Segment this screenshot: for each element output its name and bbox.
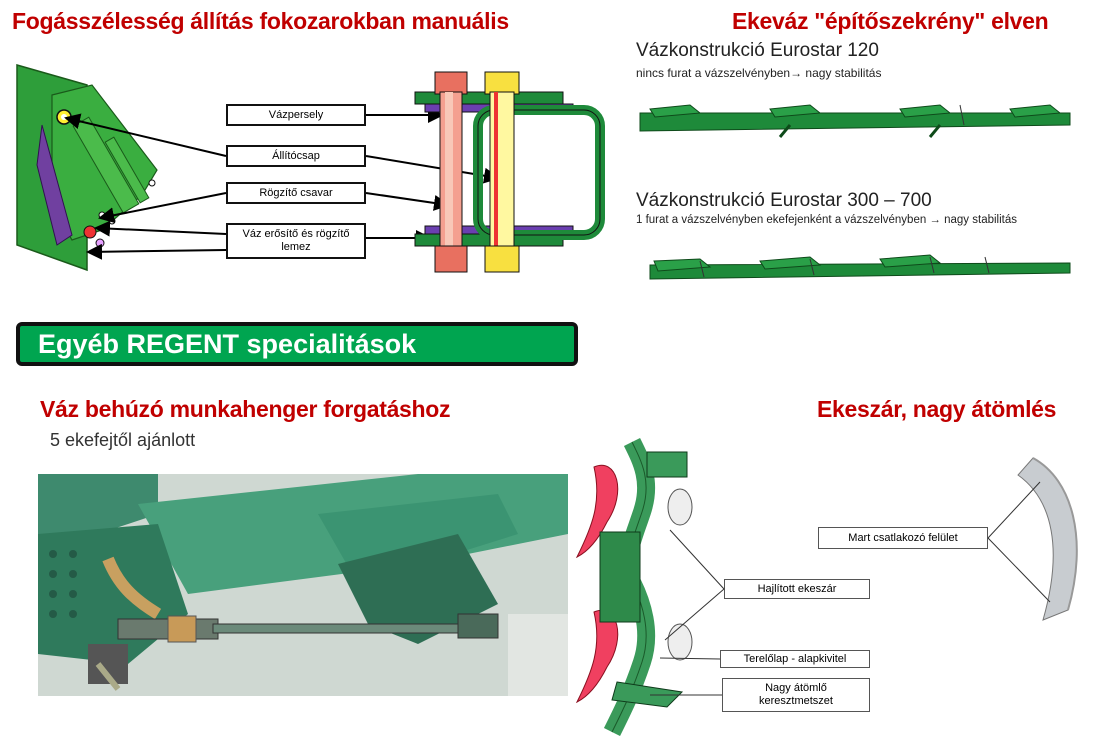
leg-title: Ekeszár, nagy átömlés: [817, 396, 1057, 422]
label-hajlitott-ekeszar: Hajlított ekeszár: [724, 579, 870, 599]
cylinder-title: Váz behúzó munkahenger forgatáshoz: [40, 396, 451, 422]
frame1-title: Vázkonstrukció Eurostar 120: [636, 40, 879, 61]
cylinder-subtitle: 5 ekefejtől ajánlott: [50, 430, 196, 450]
bolt-cross-section: [414, 71, 605, 273]
plough-connectors: [650, 529, 725, 696]
leg-part-illustration: [988, 457, 1078, 621]
label-vaz-erosito: Váz erősítő és rögzítő lemez: [226, 223, 366, 259]
cylinder-photo: [38, 474, 568, 696]
label-nagy-atomlo: Nagy átömlő keresztmetszet: [722, 678, 870, 712]
frame1-beam: [639, 104, 1071, 138]
frame2-note: 1 furat a vázszelvényben ekefejenként a …: [636, 214, 1017, 226]
label-allitocsap: Állítócsap: [226, 145, 366, 167]
label-mart-csatlakozo: Mart csatlakozó felület: [818, 527, 988, 549]
adjustment-title: Fogásszélesség állítás fokozarokban manu…: [12, 8, 509, 34]
modular-frame-title: Ekeváz "építőszekrény" elven: [732, 8, 1049, 34]
label-terelolap: Terelőlap - alapkivitel: [720, 650, 870, 668]
frame2-beam: [649, 254, 1071, 280]
frame2-title: Vázkonstrukció Eurostar 300 – 700: [636, 190, 932, 211]
label-vazpersely: Vázpersely: [226, 104, 366, 126]
specialties-banner: Egyéb REGENT specialitások: [16, 322, 578, 366]
frame1-note: nincs furat a vázszelvényben→ nagy stabi…: [636, 66, 882, 80]
label-rogzito-csavar: Rögzítő csavar: [226, 182, 366, 204]
plough-body-illustration: [575, 437, 693, 736]
